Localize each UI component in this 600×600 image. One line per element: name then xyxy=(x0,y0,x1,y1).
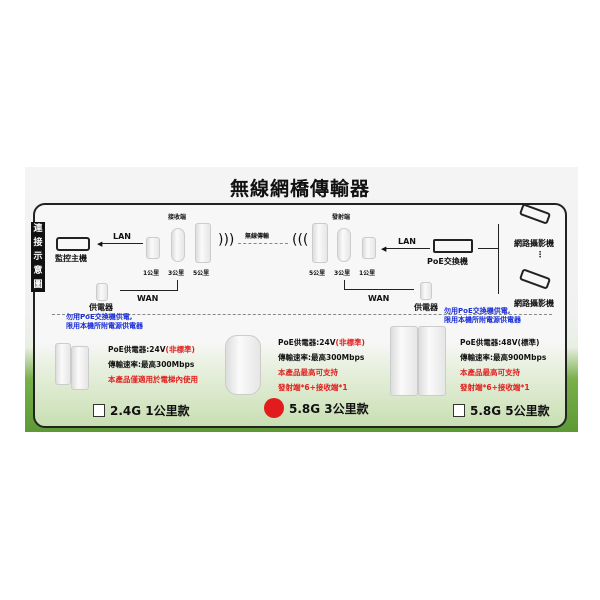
power-adapter-icon xyxy=(96,283,108,301)
poe-switch-icon xyxy=(433,239,473,253)
receiver-label: 接收端 xyxy=(168,214,187,221)
divider xyxy=(52,314,552,315)
product-image-5km xyxy=(418,326,446,396)
spec-note: 本產品最高可支持 xyxy=(460,368,520,377)
spec-power-note: (標準) xyxy=(517,338,540,347)
distance-label: 1公里 xyxy=(143,270,160,277)
diagram-panel xyxy=(33,203,567,428)
product-image-2-4g xyxy=(71,346,89,390)
power-note-left: 勿用PoE交換機供電,限用本機所附電源供電器 xyxy=(66,313,143,331)
wan-line-left xyxy=(120,290,178,291)
spec-power: PoE供電器:24V xyxy=(278,338,336,347)
camera-label: 網路攝影機 xyxy=(514,299,554,308)
lan-arrow-left xyxy=(100,243,143,244)
product-image-3km xyxy=(225,335,261,395)
side-label: 連 接 示 意 圖 xyxy=(31,222,45,292)
spec-power: PoE供電器:48V xyxy=(460,338,518,347)
option-5-8g-5km[interactable]: 5.8G 5公里款 xyxy=(453,402,550,419)
product-specs: PoE供電器:24V(非標準) 傳輸速率:最高300Mbps 本產品僅適用於電梯… xyxy=(108,342,198,387)
bridge-1km-icon xyxy=(146,237,160,259)
note-line: 勿用PoE交換機供電, xyxy=(444,307,511,315)
product-specs: PoE供電器:48V(標準) 傳輸速率:最高900Mbps 本產品最高可支持 發… xyxy=(460,335,546,395)
wireless-link xyxy=(238,243,288,244)
lan-arrow-right xyxy=(384,248,430,249)
selected-marker[interactable] xyxy=(264,398,284,418)
wan-label-left: WAN xyxy=(137,294,159,303)
poe-switch-label: PoE交換機 xyxy=(427,257,468,266)
distance-label: 3公里 xyxy=(334,270,351,277)
ellipsis-icon: ⋮ xyxy=(536,250,544,259)
option-label: 5.8G 5公里款 xyxy=(470,404,550,418)
power-label-right: 供電器 xyxy=(414,303,438,312)
bridge-1km-icon xyxy=(362,237,376,259)
lan-label-right: LAN xyxy=(398,237,416,246)
option-5-8g-3km[interactable]: 5.8G 3公里款 xyxy=(264,398,369,418)
side-label-char: 接 xyxy=(33,238,43,248)
distance-label: 3公里 xyxy=(168,270,185,277)
product-specs: PoE供電器:24V(非標準) 傳輸速率:最高300Mbps 本產品最高可支持 … xyxy=(278,335,365,395)
bridge-3km-icon xyxy=(337,228,351,262)
spec-note: 發射端*6+接收端*1 xyxy=(278,383,348,392)
page-title: 無線網橋傳輸器 xyxy=(229,178,370,200)
product-image-2-4g xyxy=(55,343,71,385)
power-label-left: 供電器 xyxy=(89,303,113,312)
spec-power: PoE供電器:24V xyxy=(108,345,166,354)
wan-line-left xyxy=(177,280,178,291)
monitor-host-icon xyxy=(56,237,90,251)
side-label-char: 圖 xyxy=(33,280,43,290)
bridge-5km-icon xyxy=(195,223,211,263)
spec-speed: 傳輸速率:最高900Mbps xyxy=(460,353,547,362)
option-label: 2.4G 1公里款 xyxy=(110,404,190,418)
spec-speed: 傳輸速率:最高300Mbps xyxy=(278,353,365,362)
lan-label-left: LAN xyxy=(113,232,131,241)
transmitter-label: 發射端 xyxy=(332,214,351,221)
wifi-signal-icon: ((( xyxy=(292,232,309,248)
monitor-host-label: 監控主機 xyxy=(55,254,87,263)
option-label: 5.8G 3公里款 xyxy=(289,401,369,416)
camera-link xyxy=(478,248,498,249)
camera-link xyxy=(498,224,499,294)
side-label-char: 示 xyxy=(33,252,43,262)
note-line: 勿用PoE交換機供電, xyxy=(66,313,133,321)
wifi-signal-icon: ))) xyxy=(218,232,235,248)
distance-label: 5公里 xyxy=(309,270,326,277)
power-note-right: 勿用PoE交換機供電,限用本機所附電源供電器 xyxy=(444,307,521,325)
checkbox[interactable] xyxy=(93,404,105,417)
bridge-5km-icon xyxy=(312,223,328,263)
spec-power-note: (非標準) xyxy=(335,338,365,347)
distance-label: 5公里 xyxy=(193,270,210,277)
wan-line-right xyxy=(344,280,345,290)
spec-note: 本產品僅適用於電梯內使用 xyxy=(108,375,198,384)
wan-line-right xyxy=(344,289,414,290)
wan-label-right: WAN xyxy=(368,294,390,303)
camera-label: 網路攝影機 xyxy=(514,239,554,248)
option-2-4g-1km[interactable]: 2.4G 1公里款 xyxy=(93,402,190,419)
note-line: 限用本機所附電源供電器 xyxy=(444,316,521,324)
arrow-left-icon: ◀ xyxy=(97,240,103,248)
side-label-char: 意 xyxy=(33,266,43,276)
distance-label: 1公里 xyxy=(359,270,376,277)
bridge-3km-icon xyxy=(171,228,185,262)
spec-power-note: (非標準) xyxy=(165,345,195,354)
spec-note: 發射端*6+接收端*1 xyxy=(460,383,530,392)
side-label-char: 連 xyxy=(33,224,43,234)
spec-speed: 傳輸速率:最高300Mbps xyxy=(108,360,195,369)
spec-note: 本產品最高可支持 xyxy=(278,368,338,377)
arrow-left-icon: ◀ xyxy=(381,245,387,253)
wireless-label: 無線傳輸 xyxy=(245,233,270,240)
power-adapter-icon xyxy=(420,282,432,300)
checkbox[interactable] xyxy=(453,404,465,417)
note-line: 限用本機所附電源供電器 xyxy=(66,322,143,330)
product-image-5km xyxy=(390,326,418,396)
